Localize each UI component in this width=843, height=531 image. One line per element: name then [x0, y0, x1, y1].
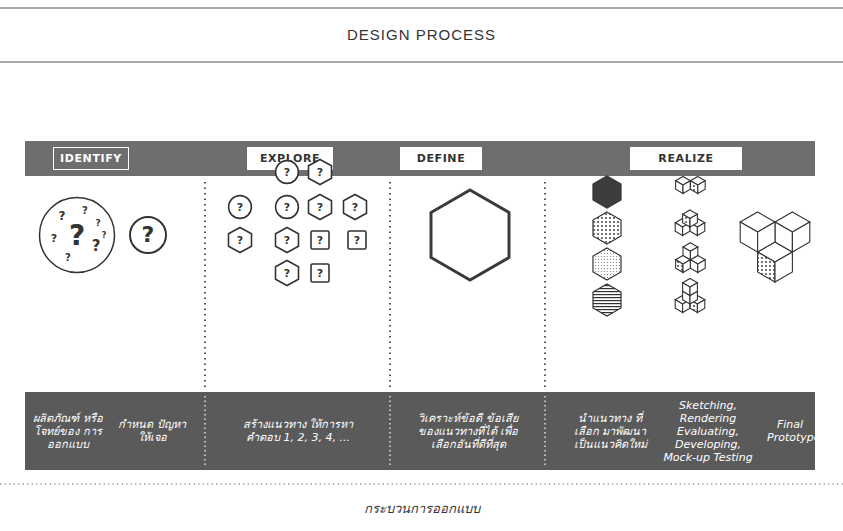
question-mark: ? [59, 210, 66, 222]
stage-name: IDENTIFY [60, 152, 122, 165]
question-hexagon: ? [307, 194, 333, 220]
question-mark: ? [237, 202, 243, 213]
question-circle: ???????? [38, 196, 116, 274]
question-mark: ? [317, 268, 323, 279]
question-hexagon: ? [342, 194, 368, 220]
stage-header: REALIZE [630, 147, 742, 170]
stage-header: DEFINE [400, 147, 482, 170]
question-mark: ? [95, 219, 100, 228]
stage-description: กำหนด ปัญหาให้เจอ [117, 418, 187, 444]
stage-description: สร้างแนวทาง ให้การหาคำตอบ 1, 2, 3, 4, ..… [242, 418, 354, 444]
rule-line [0, 8, 843, 9]
question-hexagon: ? [274, 260, 300, 286]
question-circle: ? [274, 159, 300, 185]
question-mark: ? [69, 222, 85, 250]
stage-description: Final Prototype [767, 418, 813, 444]
stage-description: Sketching, Rendering Evaluating, Develop… [662, 399, 754, 464]
question-square: ? [307, 227, 333, 253]
column-separators [205, 182, 545, 388]
question-square: ? [344, 227, 370, 253]
realize-cubes [675, 177, 810, 313]
question-mark: ? [317, 202, 323, 213]
question-circle: ? [128, 215, 168, 255]
question-mark: ? [317, 167, 323, 178]
stage-description: นำแนวทาง ที่เลือก มาพัฒนา เป็นแนวคิดใหม่ [572, 412, 648, 451]
question-mark: ? [284, 167, 290, 178]
dotted-rule [0, 483, 843, 484]
question-mark: ? [92, 239, 101, 254]
question-mark: ? [237, 235, 243, 246]
define-hexagon [431, 190, 509, 280]
question-mark: ? [51, 233, 57, 244]
caption: กระบวนการออกแบบ [364, 498, 480, 519]
question-mark: ? [284, 235, 290, 246]
stage-header: IDENTIFY [53, 147, 129, 170]
stage-description: วิเคราะห์ข้อดี ข้อเสีย ของแนวทางที่ได้ เ… [407, 412, 529, 451]
question-mark: ? [65, 253, 71, 263]
question-circle: ? [274, 194, 300, 220]
rule-line [0, 62, 843, 63]
stage-name: REALIZE [658, 152, 713, 165]
stage-description: ผลิตภัณฑ์ หรือ โจทย์ของ การออกแบบ [33, 412, 103, 451]
question-mark: ? [284, 202, 290, 213]
question-mark: ? [82, 206, 88, 216]
description-band: ผลิตภัณฑ์ หรือ โจทย์ของ การออกแบบ กำหนด ป… [25, 392, 815, 470]
question-hexagon: ? [227, 227, 253, 253]
question-mark: ? [102, 232, 107, 240]
question-mark: ? [354, 235, 360, 246]
header-band [25, 141, 815, 176]
stage-name: DEFINE [417, 152, 466, 165]
question-hexagon: ? [307, 159, 333, 185]
question-mark: ? [352, 202, 358, 213]
question-circle: ? [227, 194, 253, 220]
title: DESIGN PROCESS [347, 26, 496, 43]
question-mark: ? [317, 235, 323, 246]
question-square: ? [307, 260, 333, 286]
question-hexagon: ? [274, 227, 300, 253]
realize-hexagons [593, 176, 621, 316]
question-mark: ? [142, 224, 155, 246]
question-mark: ? [284, 268, 290, 279]
